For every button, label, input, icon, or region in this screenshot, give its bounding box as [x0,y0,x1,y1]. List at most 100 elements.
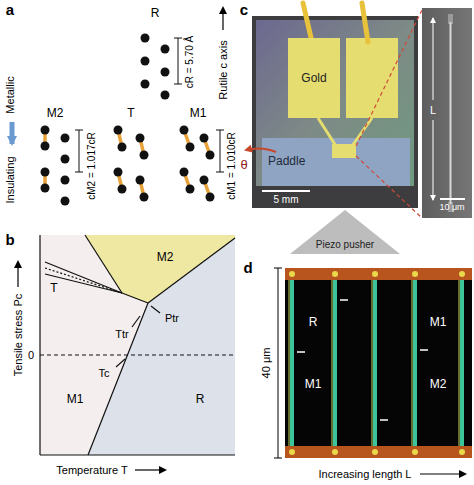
phase-diagram [40,235,235,455]
microscope-image [289,280,459,446]
phase-label: M1 [430,316,447,329]
atom-chains [141,80,150,89]
phase-diagram [132,316,140,327]
microscope-image [340,299,348,301]
device-photo [422,8,472,218]
phase-diagram [40,354,235,355]
atom-chains [216,130,224,131]
atom-chains [75,130,83,131]
device-photo [356,156,422,218]
microscope-image [290,280,464,446]
atom-chains [75,172,83,173]
phase-diagram [151,306,160,313]
scale-label: 40 μm [260,348,272,379]
phase-label: T [127,107,134,120]
node-text: Piezo pusher [316,239,374,250]
device-photo [440,198,465,200]
atom-chains [174,38,182,84]
lattice-constant: cR = 5.70 Å [184,36,195,89]
microscope-image [459,449,465,455]
device-photo [303,3,312,42]
atom-chains [184,130,210,197]
atom-chains [206,151,215,160]
atom-chains [41,184,50,193]
phase-diagram [116,359,125,367]
atom-chains [140,193,149,202]
microscope-image [289,271,465,455]
atom-chains [161,91,170,100]
phase-diagram [122,293,148,303]
phase-label: R [196,393,205,406]
point-label: Ttr [115,328,128,340]
atom-chains [200,176,209,185]
atom-chains [61,197,70,206]
microscope-image [332,280,333,446]
length-label: L [430,104,436,116]
device-photo [262,190,310,192]
atom-chains [61,155,70,164]
phase-diagram [17,262,18,287]
atom-chains [61,176,70,185]
microscope-image [459,280,460,446]
device-photo [356,10,422,146]
lattice-constant: cM2 = 1.017cR [86,132,97,200]
point-label: Tc [99,367,110,379]
atom-chains [200,134,209,143]
atom-chains [174,84,182,85]
atom-chains [41,126,70,206]
device-photo [246,3,472,218]
phase-diagram [18,235,235,470]
microscope-image [278,268,279,458]
microscope-image [333,280,337,446]
microscope-image [285,446,472,458]
device-photo [318,118,372,146]
device-photo [450,22,452,204]
microscope-image [372,280,373,446]
phase-label: R [309,316,318,329]
microscope-image [372,271,378,277]
atom-chains [180,168,189,177]
phase-label: R [151,7,160,20]
paddle-region: Paddle [266,152,307,170]
device-photo [262,138,410,186]
microscope-image [372,449,378,455]
atom-chains [75,130,83,172]
node-text: Gold [301,71,326,85]
atom-chains [141,34,150,43]
atom-chains [136,176,145,185]
device-photo [318,118,336,146]
phase-diagram [85,235,235,303]
microscope-image [274,458,282,459]
atom-chains [220,130,221,172]
microscope-image [289,280,290,446]
axis-tick: 0 [28,349,34,361]
atom-chains [216,130,224,172]
microscope-image [289,271,295,277]
microscope-image [332,271,338,277]
point-label: Ptr [165,312,179,324]
device-photo [332,144,356,158]
panel-letter: a [6,2,14,19]
microscope-image [420,349,428,351]
state-label: Metallic [4,76,16,113]
atom-chains [161,68,170,77]
panel-letter: d [243,260,252,277]
atom-chains [79,130,80,172]
atom-chains [178,38,179,84]
atom-chains [41,168,50,177]
phase-label: M1 [67,393,84,406]
device-photo [252,16,418,208]
atom-chains [174,38,182,39]
atom-chains [41,126,50,135]
microscope-image [274,268,282,269]
microscope-image [412,280,413,446]
atom-chains [186,185,195,194]
microscope-image [297,351,305,353]
microscope-image [373,280,377,446]
microscope-image [460,280,464,446]
node-text: Paddle [268,154,305,168]
device-photo [362,3,368,42]
microscope-image [297,300,428,420]
